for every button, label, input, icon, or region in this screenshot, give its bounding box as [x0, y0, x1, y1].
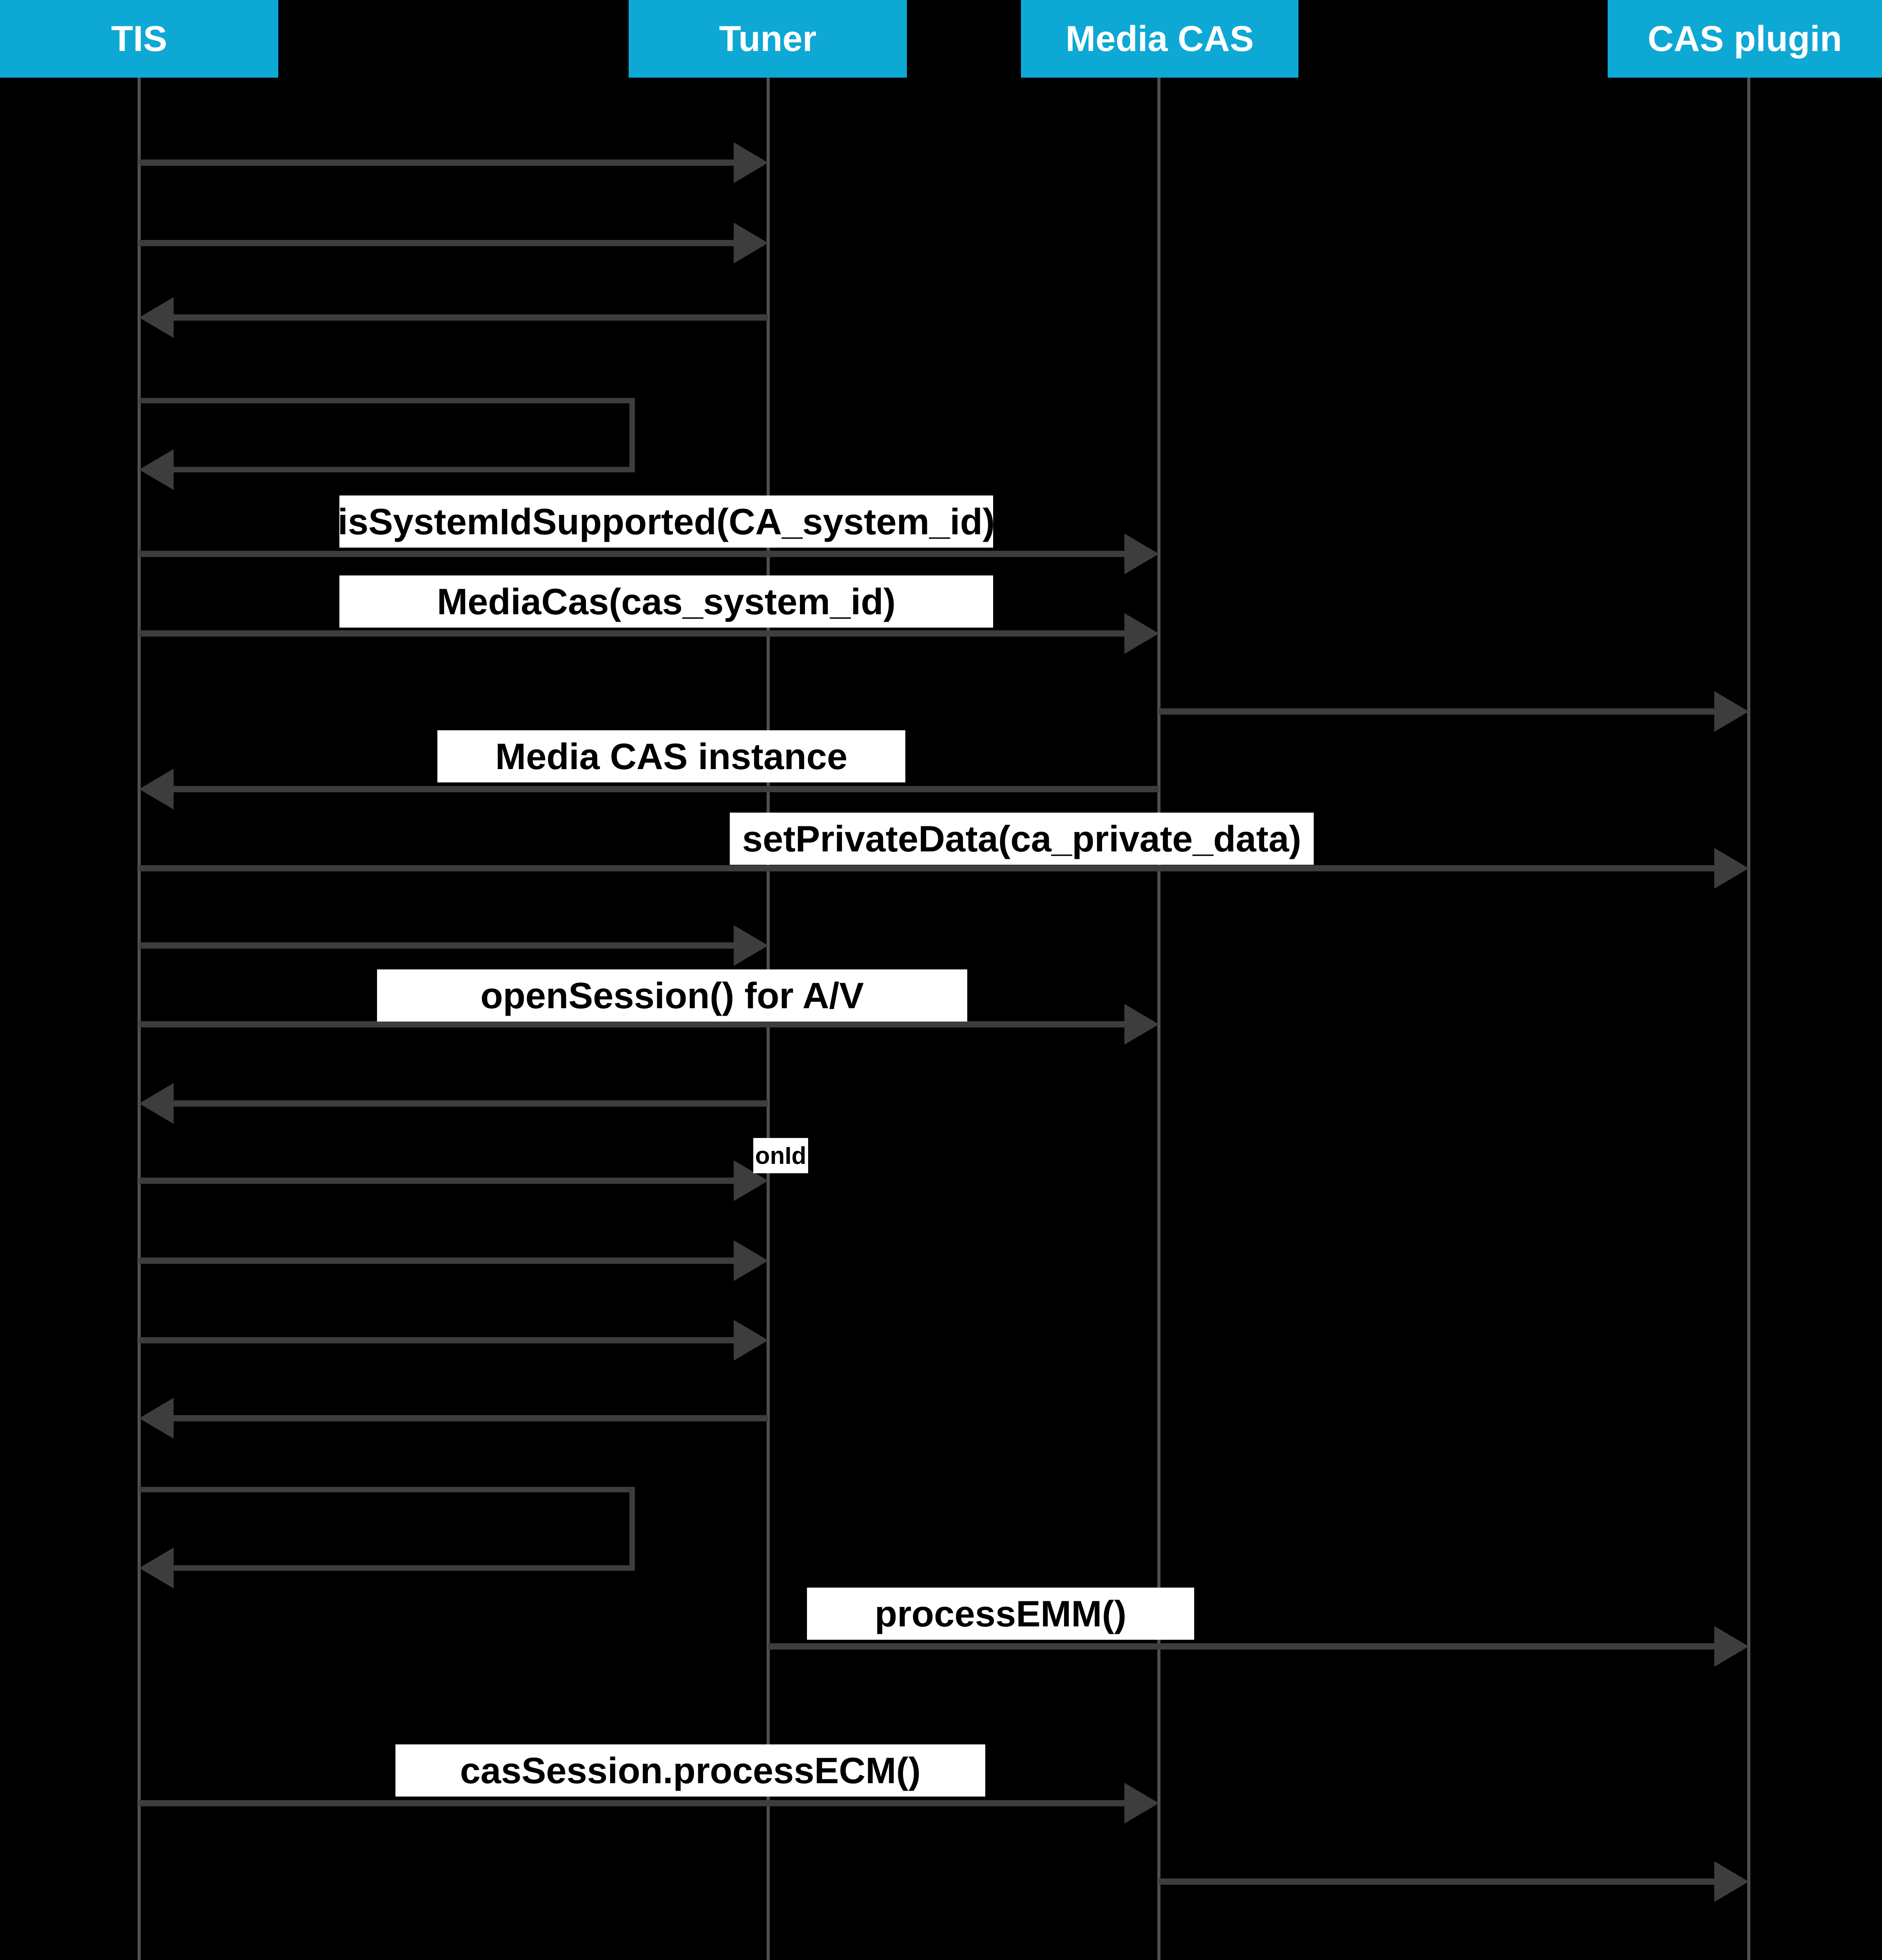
lifeline-casplugin	[1747, 78, 1750, 1960]
message-arrow	[139, 160, 739, 166]
lifeline-mediacas	[1157, 78, 1160, 1960]
message-arrowhead-right-icon	[734, 142, 768, 183]
message-arrowhead-left-icon	[139, 297, 174, 338]
self-message-top	[139, 398, 635, 403]
message-label: Media CAS instance	[437, 730, 905, 782]
message-label: setPrivateData(ca_private_data)	[730, 813, 1314, 865]
message-arrowhead-left-icon	[139, 1083, 174, 1124]
message-arrow	[139, 1800, 1130, 1806]
message-arrowhead-right-icon	[734, 1320, 768, 1361]
message-arrowhead-right-icon	[1124, 613, 1159, 654]
message-arrowhead-right-icon	[1714, 1626, 1749, 1667]
message-arrowhead-left-icon	[139, 769, 174, 809]
self-message-side	[629, 398, 635, 472]
message-arrow	[139, 240, 739, 246]
message-label: openSession() for A/V	[377, 969, 967, 1022]
message-arrowhead-right-icon	[734, 223, 768, 263]
message-arrow	[168, 1100, 768, 1107]
message-arrow	[168, 786, 1159, 792]
message-arrow	[139, 551, 1130, 557]
message-label: MediaCas(cas_system_id)	[339, 575, 993, 628]
message-label: processEMM()	[807, 1588, 1194, 1640]
message-arrow	[139, 942, 739, 949]
actor-top-tis: TIS	[0, 0, 278, 78]
self-message-side	[629, 1487, 635, 1571]
self-message-bottom	[170, 1565, 635, 1571]
actor-top-tuner: Tuner	[629, 0, 907, 78]
message-arrow	[139, 865, 1720, 871]
actor-top-casplugin: CAS plugin	[1608, 0, 1882, 78]
message-arrowhead-right-icon	[734, 925, 768, 966]
lifeline-tis	[138, 78, 141, 1960]
message-arrowhead-right-icon	[1124, 1004, 1159, 1045]
message-arrowhead-right-icon	[734, 1240, 768, 1281]
message-arrow	[1159, 708, 1720, 715]
message-arrowhead-left-icon	[139, 1398, 174, 1439]
message-arrow	[1159, 1878, 1720, 1885]
self-message-top	[139, 1487, 635, 1492]
message-arrowhead-right-icon	[1714, 848, 1749, 889]
message-arrow	[139, 1021, 1130, 1027]
message-label: casSession.processECM()	[395, 1744, 985, 1797]
self-message-bottom	[170, 467, 635, 472]
self-message-arrowhead-left-icon	[139, 449, 174, 490]
message-label: isSystemIdSupported(CA_system_id)	[338, 495, 995, 548]
message-arrow	[139, 1337, 739, 1343]
message-arrow	[168, 1415, 768, 1421]
message-arrowhead-right-icon	[1124, 534, 1159, 574]
message-arrow	[768, 1643, 1720, 1650]
message-arrowhead-right-icon	[1714, 691, 1749, 732]
message-note: onId	[753, 1138, 808, 1173]
message-arrow	[168, 314, 768, 321]
message-arrow	[139, 1178, 739, 1184]
message-arrowhead-right-icon	[1124, 1783, 1159, 1824]
self-message-arrowhead-left-icon	[139, 1548, 174, 1588]
message-arrow	[139, 1258, 739, 1264]
message-arrowhead-right-icon	[1714, 1861, 1749, 1902]
actor-top-mediacas: Media CAS	[1021, 0, 1298, 78]
message-arrow	[139, 630, 1130, 637]
